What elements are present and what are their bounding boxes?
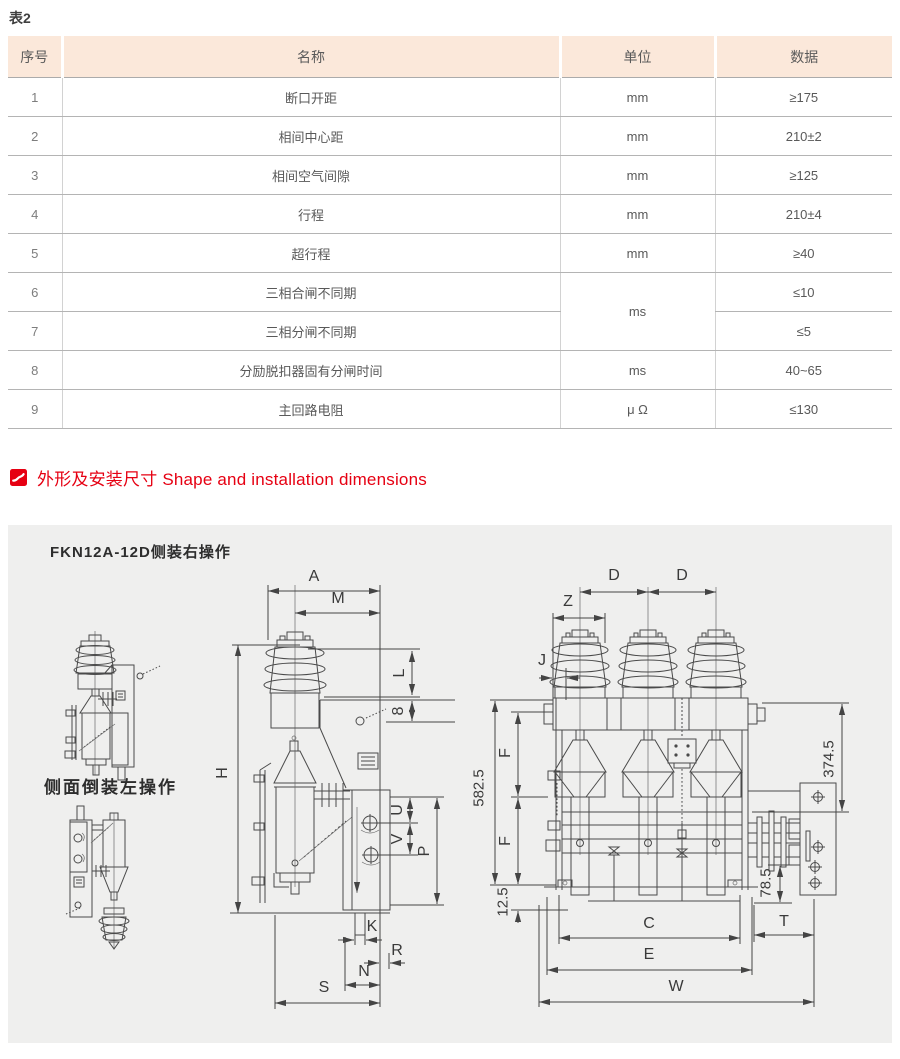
table-row: 7 三相分闸不同期 ≤5	[8, 311, 892, 351]
brand-logo-icon	[10, 469, 27, 486]
row-unit: mm	[559, 155, 715, 195]
col-header-unit: 单位	[558, 36, 715, 78]
row-unit: mm	[559, 77, 715, 117]
dim-label-t: T	[779, 913, 789, 930]
dim-label-c: C	[643, 915, 655, 932]
small-drawing-right-operation	[64, 631, 161, 781]
row-no: 5	[8, 233, 62, 273]
table-row: 8 分励脱扣器固有分闸时间 ms 40~65	[8, 350, 892, 390]
col-header-name: 名称	[60, 36, 560, 78]
center-side-view-drawing	[230, 585, 455, 1009]
row-name: 相间空气间隙	[61, 155, 560, 195]
row-name: 断口开距	[61, 77, 560, 117]
row-value: ≤10	[714, 272, 892, 312]
row-value: 210±4	[714, 194, 892, 234]
row-name: 三相分闸不同期	[61, 311, 560, 351]
row-name: 行程	[61, 194, 560, 234]
row-name: 三相合闸不同期	[61, 272, 560, 312]
table-row: 5 超行程 mm ≥40	[8, 233, 892, 273]
dim-label-v: V	[389, 833, 406, 845]
dim-label-h: H	[214, 767, 231, 779]
spring-mechanism	[667, 698, 697, 857]
row-no: 2	[8, 116, 62, 156]
row-value: 40~65	[714, 350, 892, 390]
row-no: 9	[8, 389, 62, 429]
section-heading: 外形及安装尺寸 Shape and installation dimension…	[10, 465, 427, 490]
dim-label-d1: D	[608, 567, 620, 584]
dim-label-12-5: 12.5	[494, 887, 512, 917]
table-row: 4 行程 mm 210±4	[8, 194, 892, 234]
dim-label-s: S	[318, 979, 330, 996]
row-unit: mm	[559, 233, 715, 273]
row-no: 4	[8, 194, 62, 234]
interrupter-legs	[553, 729, 743, 896]
table-row: 6 三相合闸不同期 ms ≤10	[8, 272, 892, 351]
row-no: 7	[8, 311, 62, 351]
table-caption: 表2	[9, 10, 31, 26]
row-value: ≥125	[714, 155, 892, 195]
col-header-no: 序号	[8, 36, 62, 78]
dim-label-a: A	[308, 568, 320, 585]
dim-label-582-5: 582.5	[470, 769, 488, 807]
spec-table: 序号 名称 单位 数据 1 断口开距 mm ≥175 2 相间中心距 mm 21…	[8, 36, 892, 429]
dim-label-d2: D	[676, 567, 688, 584]
row-name: 相间中心距	[61, 116, 560, 156]
dim-label-w: W	[668, 978, 684, 995]
dimension-drawing-panel: FKN12A-12D侧装右操作 侧面倒装左操作 A M H L 8 U V P …	[8, 525, 892, 1043]
insulator-phase-b	[617, 629, 679, 699]
section-title: 外形及安装尺寸 Shape and installation dimension…	[37, 470, 427, 489]
row-name: 超行程	[61, 233, 560, 273]
row-value: 210±2	[714, 116, 892, 156]
row-name: 主回路电阻	[61, 389, 560, 429]
insulator-phase-a	[549, 629, 611, 699]
dim-label-u: U	[389, 804, 406, 816]
small-drawing-inverted-left-operation	[65, 805, 130, 950]
row-no: 3	[8, 155, 62, 195]
row-unit: ms	[559, 350, 715, 390]
dim-label-f1: F	[497, 748, 514, 758]
technical-line-art	[64, 585, 849, 1009]
row-value: ≥40	[714, 233, 892, 273]
dim-label-374-5: 374.5	[820, 740, 838, 778]
row-no: 8	[8, 350, 62, 390]
row-no: 1	[8, 77, 62, 117]
dim-label-l: L	[391, 668, 408, 678]
row-unit: μ Ω	[559, 389, 715, 429]
row-unit: mm	[559, 116, 715, 156]
dim-label-n: N	[358, 963, 370, 980]
dim-label-78-5: 78.5	[757, 868, 775, 898]
row-no: 6	[8, 272, 62, 312]
table-header-row: 序号 名称 单位 数据	[8, 36, 892, 78]
dim-label-r: R	[391, 942, 403, 959]
row-unit: mm	[559, 194, 715, 234]
dim-label-j: J	[538, 652, 546, 669]
col-header-value: 数据	[713, 36, 892, 78]
table-row: 3 相间空气间隙 mm ≥125	[8, 155, 892, 195]
table-row: 1 断口开距 mm ≥175	[8, 77, 892, 117]
dim-label-f2: F	[497, 836, 514, 846]
dim-label-e: E	[643, 946, 655, 963]
drawing-title-inverted-left-operation: 侧面倒装左操作	[44, 778, 177, 797]
dim-label-p: P	[416, 845, 433, 857]
dim-label-k: K	[366, 918, 378, 935]
side-operating-mechanism	[748, 782, 837, 896]
row-name: 分励脱扣器固有分闸时间	[61, 350, 560, 390]
dim-label-m: M	[331, 590, 345, 607]
table-row: 2 相间中心距 mm 210±2	[8, 116, 892, 156]
table-row: 9 主回路电阻 μ Ω ≤130	[8, 389, 892, 429]
row-unit-merged: ms	[559, 272, 715, 351]
row-value: ≤5	[714, 311, 892, 351]
row-value: ≤130	[714, 389, 892, 429]
dim-label-z: Z	[563, 593, 573, 610]
drawing-title-right-operation: FKN12A-12D侧装右操作	[50, 544, 231, 561]
row-value: ≥175	[714, 77, 892, 117]
right-front-view-drawing	[490, 587, 849, 1007]
dim-label-8: 8	[390, 706, 407, 716]
